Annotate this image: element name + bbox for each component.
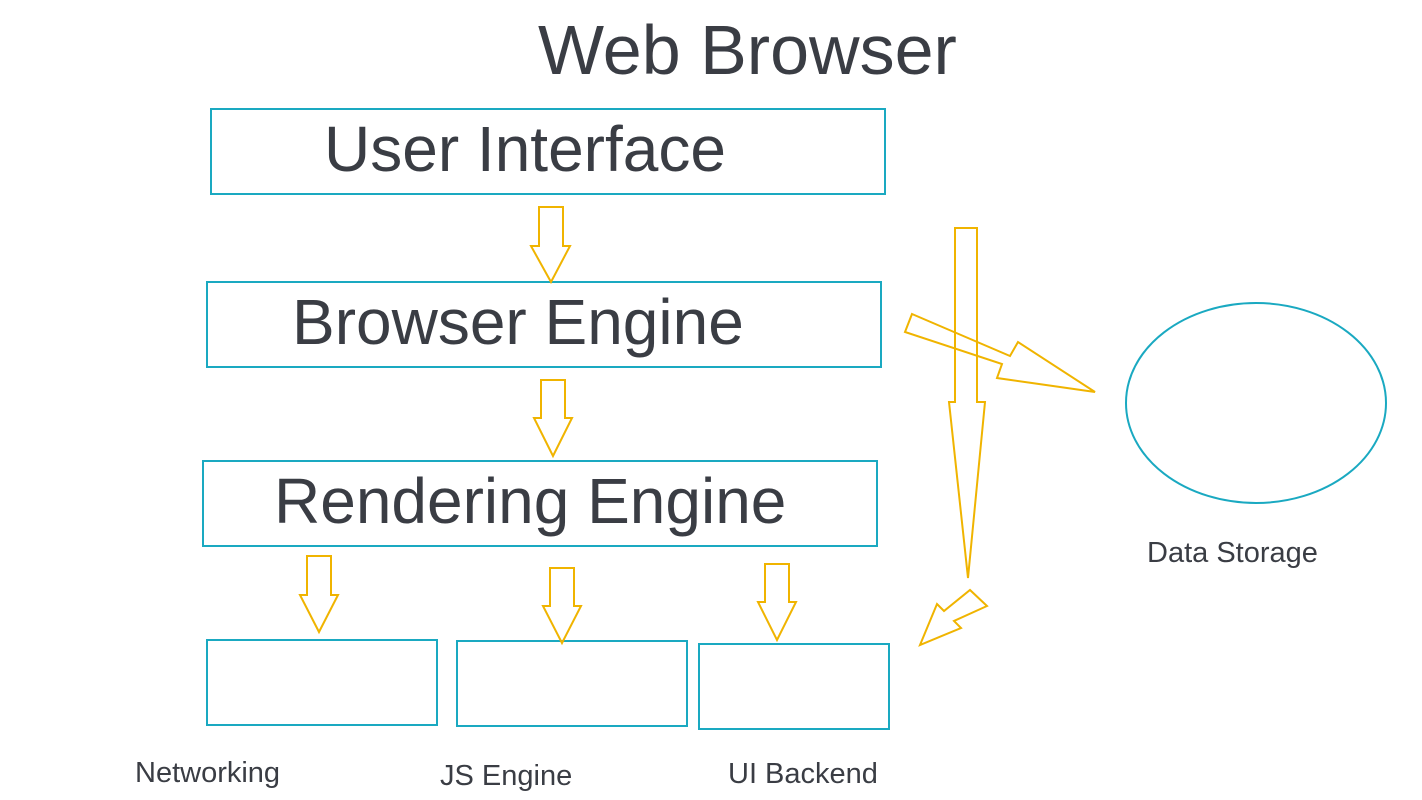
arrow-ui-to-ui-backend [947,227,987,579]
arrow-rendering-to-ui-backend [756,563,798,643]
arrow-rendering-to-js-engine [541,567,583,646]
browser-engine-label: Browser Engine [292,286,744,358]
js-engine-caption: JS Engine [440,760,573,792]
networking-box [206,639,438,726]
data-storage-ellipse [1125,302,1387,504]
rendering-engine-box: Rendering Engine [202,460,878,547]
arrow-ui-to-browser-engine [529,206,572,285]
data-storage-caption: Data Storage [1147,537,1318,569]
js-engine-box [456,640,688,727]
arrow-to-ui-backend-diagonal [918,588,989,647]
rendering-engine-label: Rendering Engine [274,465,787,537]
arrow-browser-to-rendering-engine [532,379,574,459]
arrow-browser-engine-to-data-storage [903,312,1096,393]
ui-backend-caption: UI Backend [728,758,878,790]
networking-caption: Networking [135,757,281,789]
ui-backend-box [698,643,890,730]
user-interface-label: User Interface [324,113,726,185]
arrow-rendering-to-networking [298,555,340,635]
diagram-title: Web Browser [538,11,957,89]
browser-engine-box: Browser Engine [206,281,882,368]
user-interface-box: User Interface [210,108,886,195]
